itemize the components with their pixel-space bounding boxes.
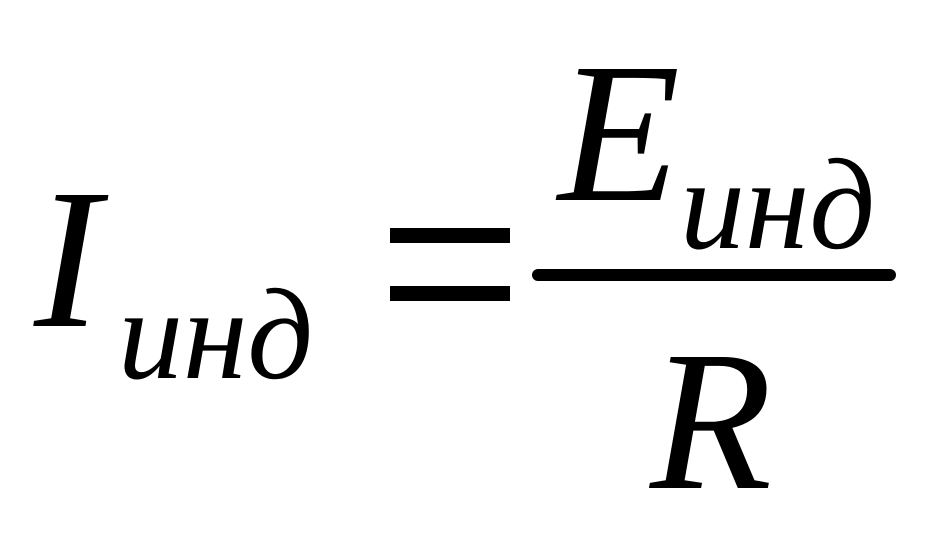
equals-sign-bottom-bar [390, 286, 510, 301]
current-symbol: I [34, 149, 101, 370]
emf-subscript: инд [680, 133, 876, 277]
fraction-line [532, 269, 896, 281]
current-subscript: инд [118, 263, 314, 407]
emf-symbol: E [558, 23, 681, 244]
equals-sign-top-bar [390, 228, 510, 243]
resistance-symbol: R [650, 311, 773, 532]
